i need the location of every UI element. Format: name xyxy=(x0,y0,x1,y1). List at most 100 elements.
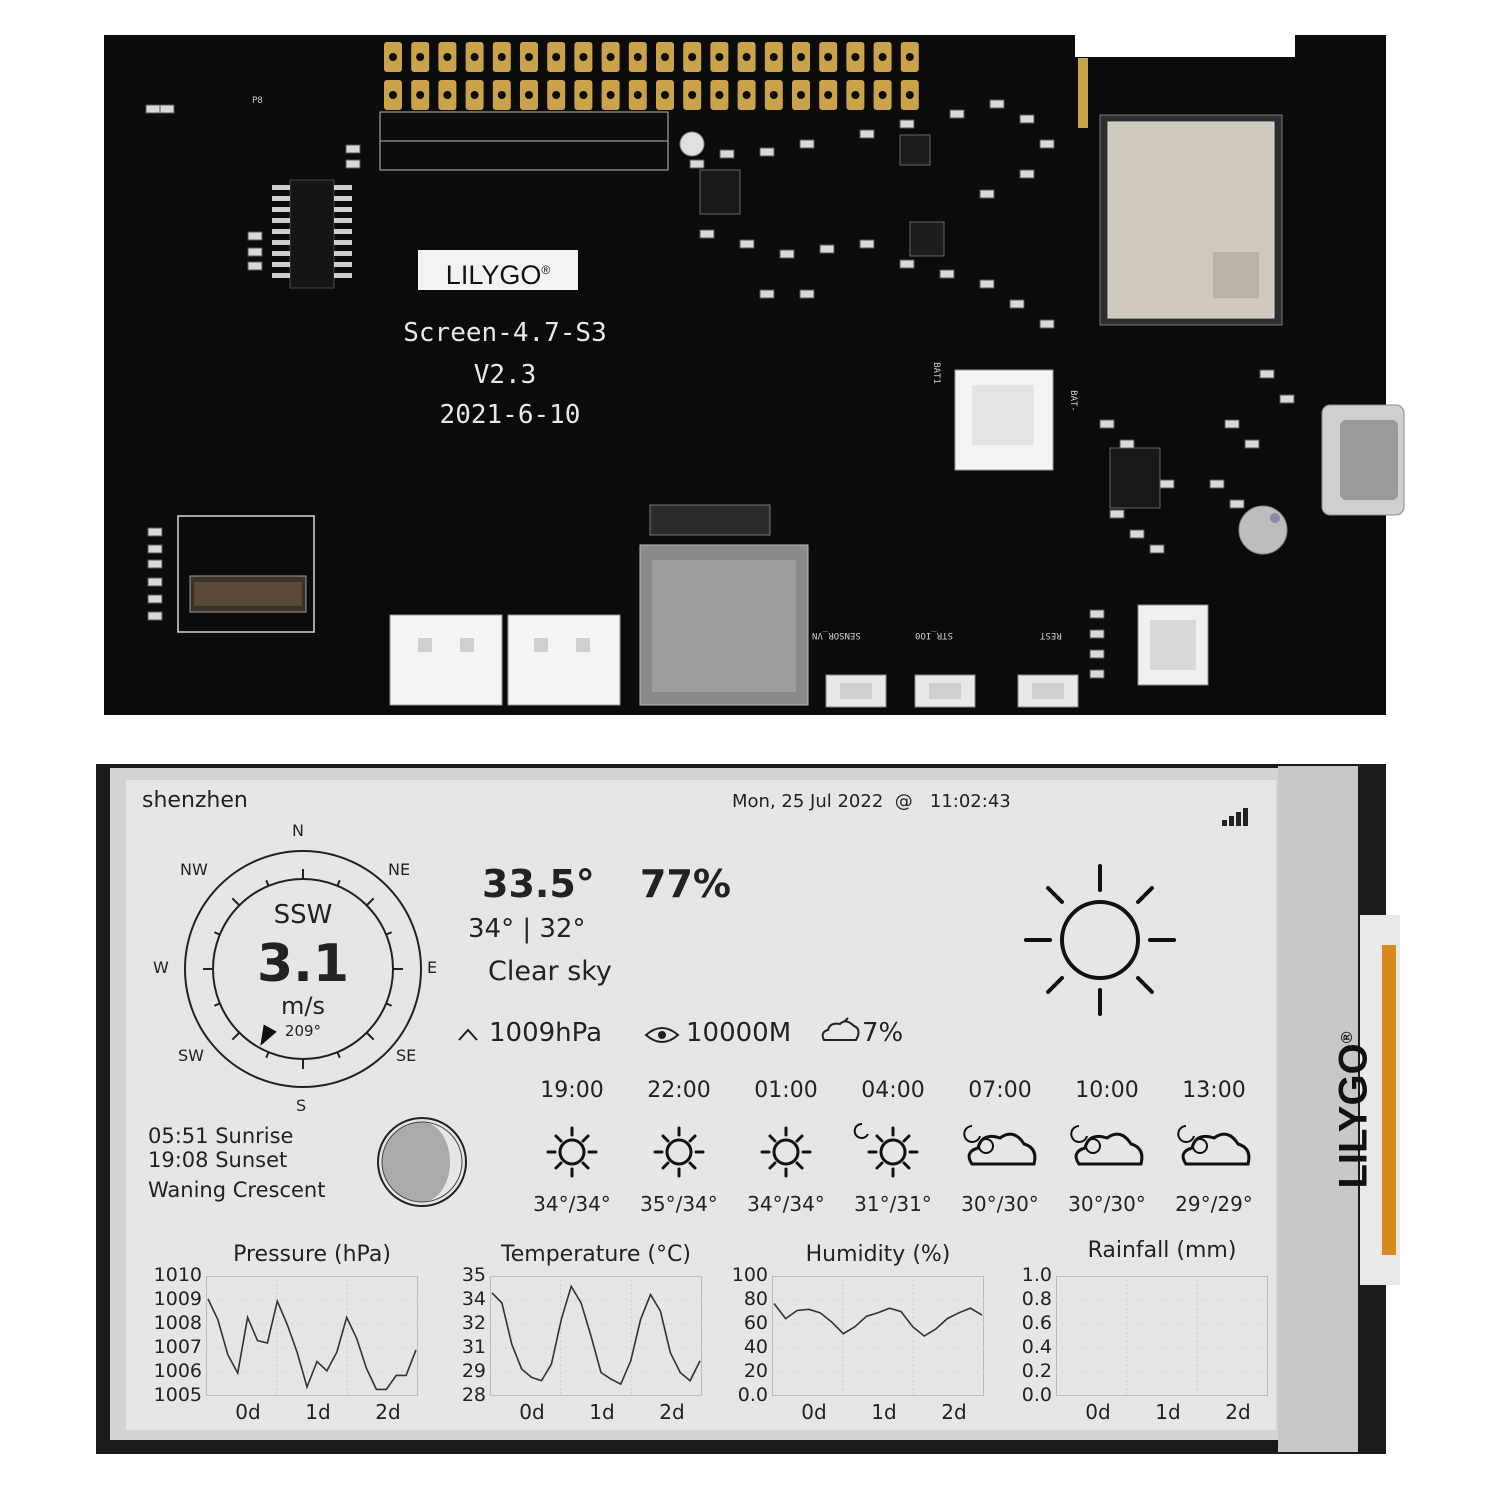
y-tick-label: 1005 xyxy=(153,1384,202,1406)
y-tick-label: 29 xyxy=(461,1360,486,1382)
line-chart xyxy=(772,1276,984,1396)
signal-icon xyxy=(1222,808,1248,826)
moon-phase-label: Waning Crescent xyxy=(148,1178,326,1202)
gpio-header-pins xyxy=(384,42,919,110)
y-tick-label: 20 xyxy=(743,1360,768,1382)
series-line xyxy=(207,1298,417,1391)
current-temperature: 33.5° xyxy=(482,862,595,906)
pcb-version-text: V2.3 xyxy=(473,360,537,390)
small-fpc-connector xyxy=(1137,604,1209,686)
y-tick-label: 0.0 xyxy=(737,1384,768,1406)
cloud-moon-icon xyxy=(1177,1125,1251,1166)
sun-moon-icon xyxy=(853,1122,919,1178)
silk-reset: REST xyxy=(1040,630,1062,640)
forecast-time: 19:00 xyxy=(540,1078,604,1103)
y-tick-label: 0.2 xyxy=(1021,1360,1052,1382)
y-tick-label: 31 xyxy=(461,1336,486,1358)
x-tick-label: 1d xyxy=(589,1400,615,1424)
io0-button xyxy=(914,674,976,708)
cloud-moon-icon xyxy=(1070,1125,1144,1166)
battery-connector xyxy=(954,369,1054,471)
forecast-time: 22:00 xyxy=(647,1078,711,1103)
line-chart xyxy=(490,1276,702,1396)
moon-phase-icon xyxy=(377,1117,467,1207)
eye-icon xyxy=(644,1027,680,1043)
y-tick-label: 1009 xyxy=(153,1288,202,1310)
chart-frame xyxy=(772,1276,984,1396)
y-tick-label: 32 xyxy=(461,1312,486,1334)
y-tick-label: 1008 xyxy=(153,1312,202,1334)
compass-nw: NW xyxy=(180,860,208,879)
pcb-date-text: 2021-6-10 xyxy=(439,400,581,430)
y-tick-label: 28 xyxy=(461,1384,486,1406)
y-tick-label: 40 xyxy=(743,1336,768,1358)
pcb-components xyxy=(145,35,1405,708)
x-tick-label: 2d xyxy=(1225,1400,1251,1424)
chart-title: Pressure (hPa) xyxy=(233,1242,391,1267)
silk-bat-minus: BAT- xyxy=(1067,390,1078,412)
forecast-temperature: 34°/34° xyxy=(747,1192,825,1216)
wind-compass xyxy=(184,850,422,1088)
y-tick-label: 1006 xyxy=(153,1360,202,1382)
y-tick-label: 100 xyxy=(731,1264,768,1286)
y-tick-label: 34 xyxy=(461,1288,486,1310)
y-tick-label: 60 xyxy=(743,1312,768,1334)
compass-n: N xyxy=(292,821,304,840)
y-tick-label: 0.8 xyxy=(1021,1288,1052,1310)
x-tick-label: 2d xyxy=(375,1400,401,1424)
y-tick-label: 0.6 xyxy=(1021,1312,1052,1334)
sun-icon xyxy=(760,1126,812,1178)
chart-title: Temperature (°C) xyxy=(501,1242,691,1267)
y-tick-label: 35 xyxy=(461,1264,486,1286)
cloud-cover-value: 7% xyxy=(862,1018,904,1048)
forecast-time: 13:00 xyxy=(1182,1078,1246,1103)
wind-degrees: 209° xyxy=(284,1022,322,1040)
x-tick-label: 2d xyxy=(659,1400,685,1424)
wind-speed-value: 3.1 xyxy=(256,934,350,994)
smd-components xyxy=(145,99,1295,679)
compass-se: SE xyxy=(396,1046,417,1065)
large-sun-icon xyxy=(1024,864,1176,1016)
pin-label-grid xyxy=(379,111,669,171)
wind-direction-label: SSW xyxy=(273,900,333,930)
cloud-moon-icon xyxy=(963,1125,1037,1166)
esp32-module xyxy=(1078,58,1283,326)
silk-sensor: SENSOR_VN xyxy=(812,630,861,640)
fpc-connector xyxy=(177,515,315,633)
sun-icon xyxy=(653,1126,705,1178)
y-tick-label: 1.0 xyxy=(1021,1264,1052,1286)
x-tick-label: 0d xyxy=(1085,1400,1111,1424)
sensor-button xyxy=(825,674,887,708)
chart-frame xyxy=(490,1276,702,1396)
forecast-temperature: 29°/29° xyxy=(1175,1192,1253,1216)
pcb-brand-logo: LILYGO® xyxy=(418,250,578,290)
line-chart xyxy=(1056,1276,1268,1396)
forecast-temperature: 31°/31° xyxy=(854,1192,932,1216)
pcb-model-text: Screen-4.7-S3 xyxy=(403,318,607,348)
pcb-notch xyxy=(1075,35,1295,57)
series-line xyxy=(491,1284,701,1386)
usb-c-port xyxy=(1321,404,1405,516)
compass-e: E xyxy=(427,958,438,977)
microsd-slot xyxy=(639,504,809,706)
x-tick-label: 1d xyxy=(1155,1400,1181,1424)
sun-icon xyxy=(546,1126,598,1178)
forecast-time: 07:00 xyxy=(968,1078,1032,1103)
datetime-label: Mon, 25 Jul 2022 @ 11:02:43 xyxy=(732,791,1011,812)
hi-lo-temperature: 34° | 32° xyxy=(468,914,586,944)
buzzer xyxy=(1238,505,1288,555)
left-ic-chip xyxy=(289,179,335,289)
wind-direction-needle xyxy=(260,1024,277,1046)
reset-button xyxy=(1017,674,1079,708)
condition-label: Clear sky xyxy=(488,956,612,987)
device-side-strip xyxy=(1278,766,1358,1452)
y-tick-label: 80 xyxy=(743,1288,768,1310)
forecast-temperature: 35°/34° xyxy=(640,1192,718,1216)
forecast-temperature: 30°/30° xyxy=(961,1192,1039,1216)
forecast-time: 01:00 xyxy=(754,1078,818,1103)
flex-cable-amber xyxy=(1382,945,1396,1255)
pressure-icon xyxy=(458,1028,478,1041)
x-tick-label: 0d xyxy=(801,1400,827,1424)
chart-frame xyxy=(1056,1276,1268,1396)
jst-connector-1 xyxy=(389,614,503,706)
